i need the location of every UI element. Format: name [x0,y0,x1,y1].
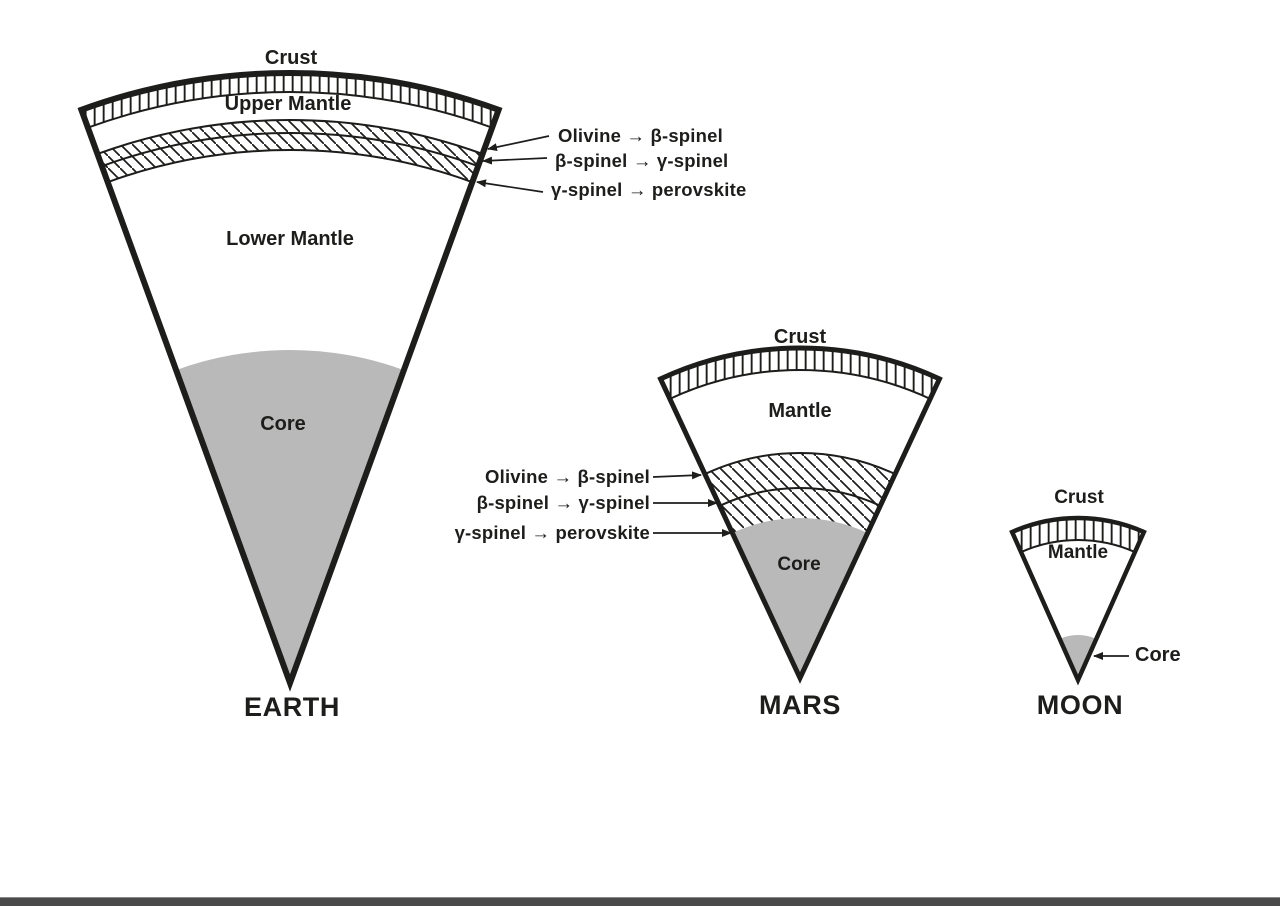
earth-arrow-beta [482,156,548,165]
earth-phase-transition-label-olivine: Olivine → β-spinel [558,125,723,146]
mars-core-region [732,517,868,678]
earth-annotation-arrows [476,135,550,193]
mars-arrow-olivine [652,471,702,480]
earth-phase-transition-label-beta: β-spinel → γ-spinel [555,150,729,171]
earth-name-label: EARTH [244,692,340,722]
earth-transition-mid-line [101,132,479,168]
moon-wedge-outline [1009,515,1147,686]
mars-phase-transition-label-gamma: γ-spinel → perovskite [454,522,650,543]
earth-wedge [77,70,503,692]
moon-core-label: Core [1135,644,1181,666]
moon-core-region [1059,635,1097,680]
moon-wedge [1009,515,1147,686]
earth-core-label: Core [260,413,306,435]
mars-transition-mid-line [719,487,881,507]
earth-core-region [176,349,404,683]
earth-upper-mantle-label: Upper Mantle [224,93,352,115]
earth-crust-label: Crust [264,47,318,69]
mars-annotation-arrows [652,471,732,537]
earth-arrow-gamma [476,179,544,193]
mars-core-label: Core [777,554,821,575]
earth-wedge-outline [77,70,503,692]
moon-mantle-label: Mantle [1047,542,1109,563]
mars-crust-label: Crust [773,326,827,348]
mars-wedge-outline [657,345,943,684]
mars-mantle-label: Mantle [768,400,832,422]
earth-arrow-olivine [487,135,550,152]
mars-phase-transition-label-olivine: Olivine → β-spinel [485,466,650,487]
mars-wedge [657,345,943,684]
earth-phase-transition-label-gamma: γ-spinel → perovskite [551,179,747,200]
moon-crust-label: Crust [1054,487,1104,508]
footer-bar [0,897,1280,906]
mars-phase-transition-label-beta: β-spinel → γ-spinel [476,492,650,513]
moon-name-label: MOON [1036,690,1124,720]
moon-mantle-region [1012,517,1144,680]
mars-name-label: MARS [759,690,841,720]
earth-lower-mantle-label: Lower Mantle [226,228,354,250]
